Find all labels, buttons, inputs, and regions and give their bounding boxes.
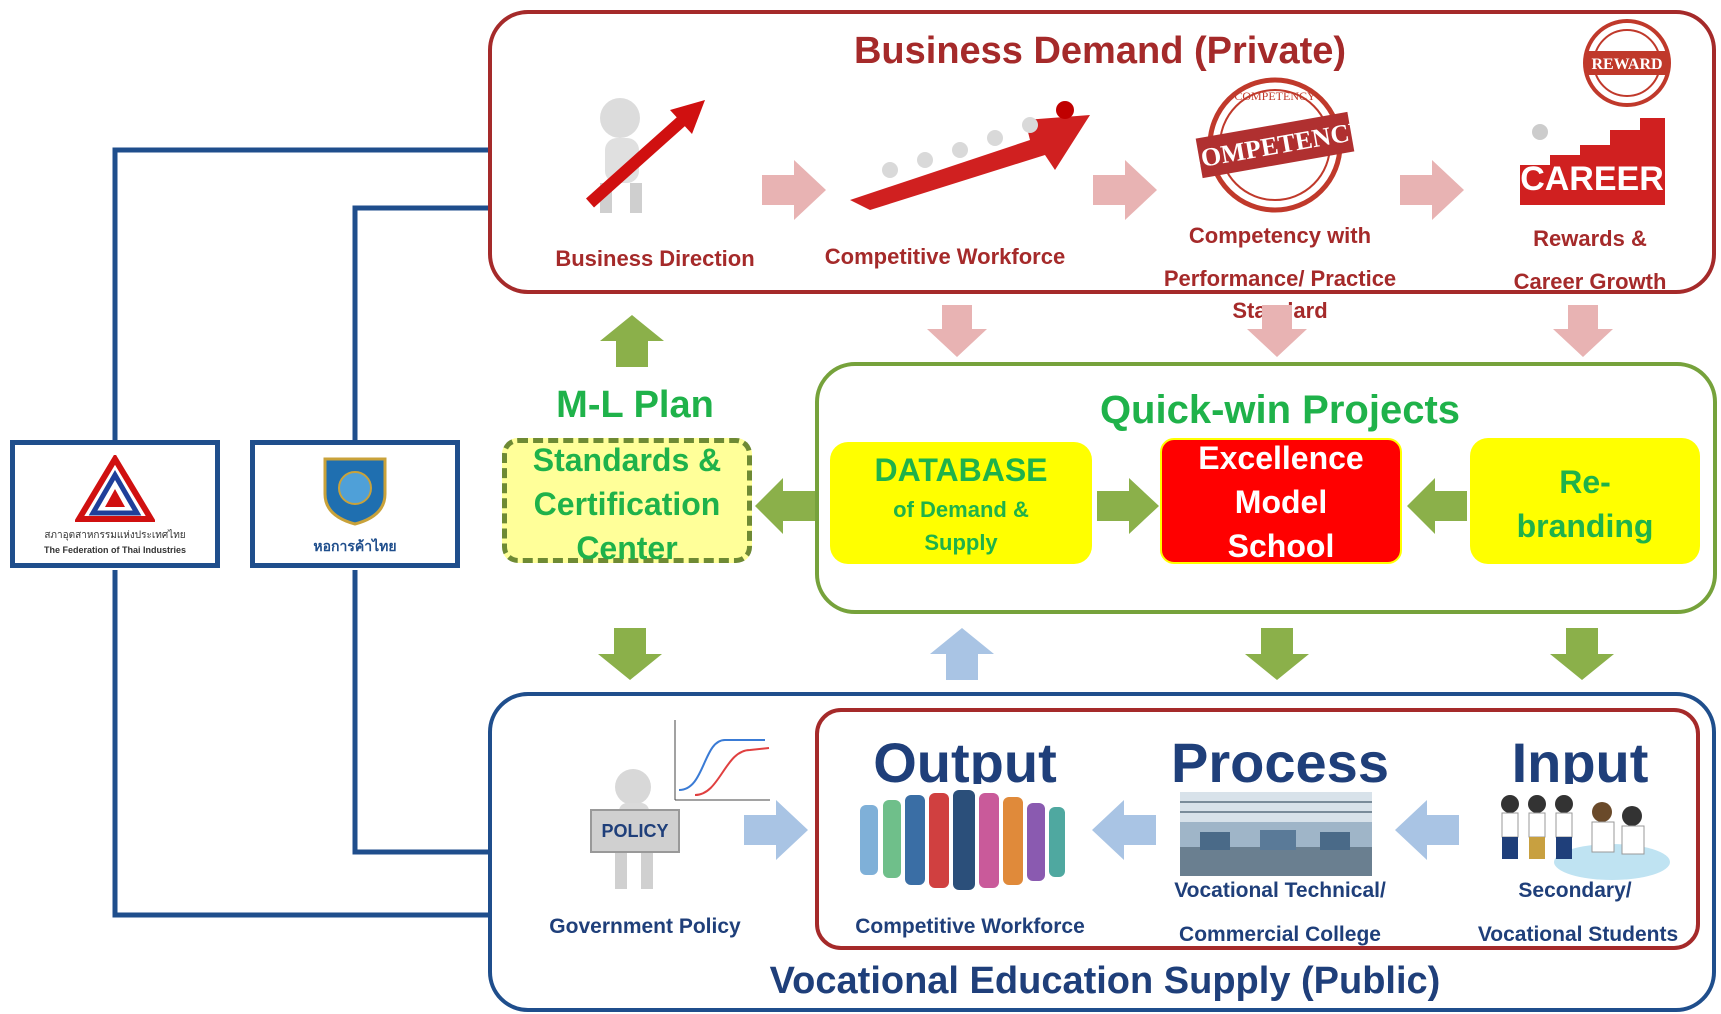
down-arrow-green-1 [598,628,662,680]
left-arrow-green-2 [1407,478,1467,534]
business-demand-title: Business Demand (Private) [853,30,1347,72]
students-image [1501,795,1670,880]
left-arrow-green [755,478,815,534]
output-heading: Output [873,731,1057,784]
svg-text:POLICY: POLICY [601,821,668,841]
rewards-label-line2: Career Growth [1513,269,1667,294]
tcc-logo-box [250,440,460,568]
business-direction-label: Business Direction [555,246,755,271]
database-sub-line2: Supply [924,530,998,555]
excellence-line1: Excellence [1198,440,1364,476]
policy-figure-image: POLICY [590,769,680,889]
government-policy-label: Government Policy [549,915,741,938]
business-demand-box [488,10,1716,294]
right-arrow-2 [1093,160,1157,220]
right-arrow-3 [1400,160,1464,220]
svg-text:CAREER: CAREER [1520,160,1664,198]
rebranding-line2: branding [1516,508,1654,544]
left-arrow-blue-1 [1092,800,1156,860]
down-arrow-green-2 [1245,628,1309,680]
college-workshop-image [1180,792,1372,876]
career-growth-image: CAREER [1520,118,1665,205]
excellence-line3: School [1227,528,1335,564]
rebranding-box [1470,438,1700,564]
down-arrow-green-3 [1550,628,1614,680]
up-arrow-green [600,315,664,367]
svg-text:REWARD: REWARD [1591,56,1662,73]
competency-label-line2: Performance/ Practice [1163,266,1397,291]
competency-stamp-image: COMPETENCY COMPETENCY [1190,77,1360,213]
down-arrow-pink-2 [1247,305,1307,357]
down-arrow-pink-1 [927,305,987,357]
excellence-model-school-box [1160,438,1402,564]
business-direction-image [585,98,705,213]
right-arrow-1 [762,160,826,220]
students-label-line1: Secondary/ [1518,879,1632,902]
college-label-line1: Vocational Technical/ [1174,879,1386,902]
process-heading: Process [1171,731,1389,784]
input-heading: Input [1511,731,1649,784]
standards-line2: Certification [533,486,721,522]
rebranding-line1: Re- [1559,464,1611,500]
database-box [830,442,1092,564]
database-title: DATABASE [874,452,1048,488]
quickwin-title: Quick-win Projects [1099,388,1461,432]
left-arrow-blue-2 [1395,800,1459,860]
database-sub-line1: of Demand & [893,497,1029,522]
rewards-label-line1: Rewards & [1533,226,1647,251]
policy-chart-image [665,715,775,810]
competitive-workforce-output-label: Competitive Workforce [855,915,1085,938]
tcc-shield-icon [323,457,387,526]
fti-english-name: The Federation of Thai Industries [43,545,186,555]
competitive-workforce-image [850,101,1090,210]
down-arrow-pink-3 [1553,305,1613,357]
vocational-supply-title: Vocational Education Supply (Public) [769,960,1441,1002]
standards-line3: Center [576,530,678,566]
tcc-thai-name: หอการค้าไทย [313,538,397,554]
college-label-line2: Commercial College [1179,923,1381,946]
reward-badge-icon: REWARD [1583,19,1671,107]
quickwin-projects-box [815,362,1717,614]
fti-logo-icon [75,455,155,522]
standards-line1: Standards & [532,442,722,478]
output-process-input-box [815,708,1700,950]
vocational-supply-box [488,692,1716,1012]
excellence-line2: Model [1234,484,1328,520]
competency-label-line1: Competency with [1188,223,1372,248]
ml-plan-title: M-L Plan [556,384,714,426]
workforce-crowd-image [860,790,1065,890]
right-arrow-blue-1 [744,800,808,860]
competitive-workforce-label: Competitive Workforce [824,244,1066,269]
up-arrow-blue [930,628,994,680]
students-label-line2: Vocational Students [1477,923,1679,946]
fti-thai-name: สภาอุตสาหกรรมแห่งประเทศไทย [44,530,186,541]
standards-certification-box [502,438,752,563]
right-arrow-green [1097,478,1159,534]
svg-text:COMPETENCY: COMPETENCY [1234,89,1316,103]
